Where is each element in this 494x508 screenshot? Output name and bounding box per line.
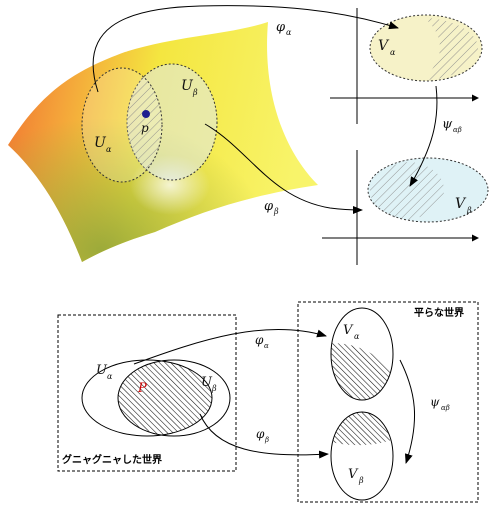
v-beta-sub-bottom: β — [358, 476, 364, 485]
phi-beta-label-bottom: φ — [256, 427, 265, 441]
psi-sub-bottom: αβ — [441, 404, 450, 412]
phi-alpha-label-bottom: φ — [255, 333, 264, 347]
overlap-region-top — [127, 68, 162, 180]
point-p-dot — [142, 110, 150, 118]
arrow-phi-alpha-top — [92, 5, 399, 93]
overlap-image-alpha-bottom — [331, 343, 392, 400]
u-alpha-sub-bottom: α — [107, 372, 113, 381]
phi-beta-sub-bottom: β — [264, 436, 269, 444]
v-alpha-sub-top: α — [390, 48, 396, 57]
psi-label-bottom: ψ — [430, 395, 440, 409]
arrow-phi-beta-top — [204, 123, 363, 214]
u-beta-sub-top: β — [192, 88, 198, 97]
v-alpha-label-top: V — [378, 38, 390, 54]
phi-beta-sub-top: β — [273, 207, 279, 216]
phi-beta-label-top: φ — [264, 199, 274, 214]
u-alpha-label-bottom: U — [96, 363, 108, 378]
phi-alpha-sub-bottom: α — [264, 342, 269, 350]
chart-image-v-beta-top — [367, 157, 489, 223]
overlap-region-bottom — [118, 360, 212, 436]
psi-label-top: ψ — [442, 117, 453, 132]
flat-world-box — [297, 301, 479, 503]
curved-world-box — [57, 314, 237, 472]
u-alpha-label-top: U — [94, 135, 107, 151]
v-alpha-sub-bottom: α — [354, 332, 360, 341]
flat-world-label: 平らな世界 — [414, 306, 464, 319]
arrow-psi-top — [409, 85, 438, 187]
overlap-image-beta-bottom — [331, 412, 393, 446]
v-beta-label-bottom: V — [348, 467, 359, 482]
point-p-label-bottom: P — [137, 381, 147, 396]
u-beta-label-bottom: U — [201, 375, 213, 390]
chart-image-v-alpha-top — [369, 14, 483, 82]
u-beta-sub-bottom: β — [211, 384, 217, 393]
v-alpha-label-bottom: V — [343, 323, 354, 338]
arrow-psi-bottom — [399, 359, 415, 464]
psi-sub-top: αβ — [453, 126, 462, 134]
curved-world-label: グニャグニャした世界 — [62, 453, 162, 466]
v-beta-label-top: V — [455, 196, 467, 212]
arrow-phi-alpha-bottom — [133, 328, 327, 365]
u-alpha-sub-top: α — [106, 145, 112, 154]
phi-alpha-sub-top: α — [286, 28, 292, 37]
phi-alpha-label-top: φ — [276, 20, 286, 35]
u-beta-label-top: U — [181, 78, 194, 94]
point-p-label: p — [141, 121, 149, 135]
arrow-phi-beta-bottom — [199, 413, 329, 459]
v-beta-sub-top: β — [466, 206, 472, 215]
chart-axes-alpha-top — [330, 8, 479, 124]
